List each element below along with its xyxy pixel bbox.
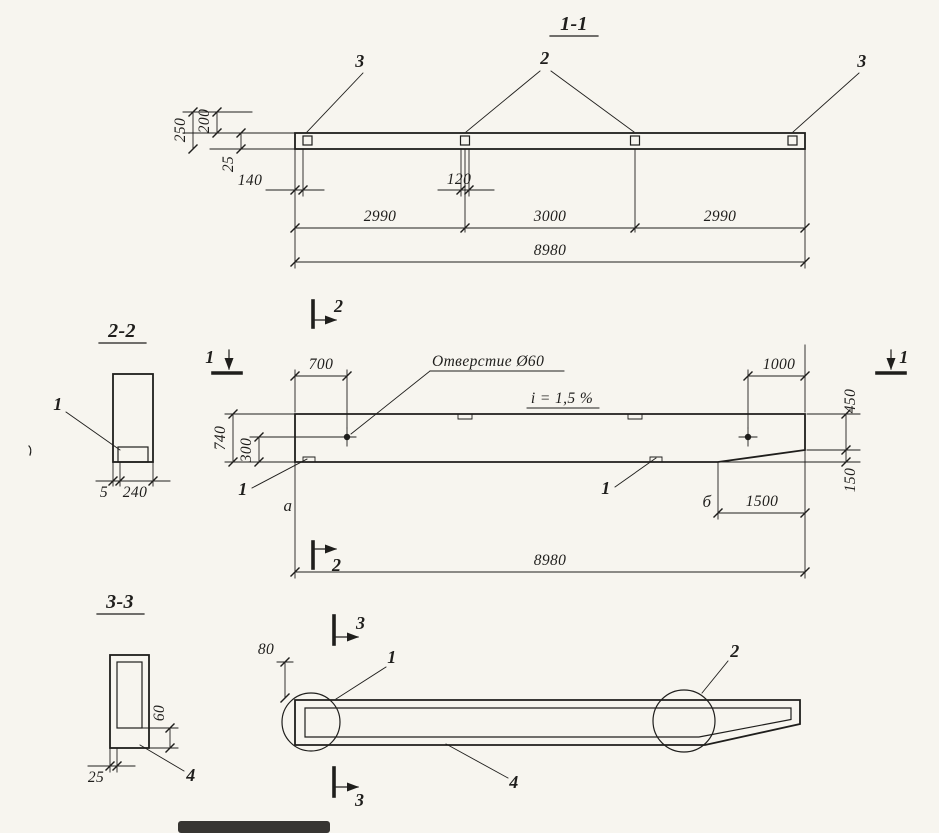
dim-120: 120: [447, 171, 471, 188]
beam-top-chord-outline: [294, 132, 806, 150]
node-label-b: б: [703, 492, 712, 511]
note-hole-leader: [350, 370, 431, 435]
dim-150: 150: [842, 468, 859, 492]
dim-25: 25: [220, 156, 237, 172]
embed-plate-marks: [302, 135, 798, 146]
embed-plate: [459, 135, 471, 146]
section-marker-1-left-label: 1: [205, 347, 214, 367]
section-marker-3-bottom-label: 3: [354, 790, 364, 810]
flange-outer-outline: [294, 699, 801, 746]
section-marker-3-top-label: 3: [355, 613, 365, 633]
section22-shelf-plate: [117, 446, 149, 463]
item1-leader-mid: [614, 457, 657, 488]
item4-leader: [445, 743, 509, 779]
section33-dimensions: [87, 723, 179, 773]
callout-item3-left: 3: [354, 51, 364, 71]
section-marker-1-right: 1: [875, 347, 908, 375]
dim-200: 200: [196, 109, 213, 133]
detail-circle-right: [652, 689, 716, 753]
dim-250: 250: [172, 118, 189, 142]
note-slope: i = 1,5 %: [531, 390, 593, 407]
callout-leader-lines: [306, 70, 860, 133]
flange-inner-outline: [304, 707, 792, 738]
span-dimension-chain: [290, 148, 810, 269]
item1-leader: [335, 666, 387, 700]
mounting-hole-right: [738, 427, 758, 447]
section-marker-2-top: 2: [311, 296, 343, 329]
end-offset-dimensions: [265, 148, 495, 197]
view-title-3-3: 3-3: [105, 591, 134, 613]
left-height-dimensions: [224, 409, 342, 467]
dim-450: 450: [842, 389, 859, 413]
section-marker-1-left: 1: [205, 347, 243, 375]
section33-inner-cavity: [116, 661, 143, 729]
dim-80-lines: [276, 657, 294, 703]
label-item1-left: 1: [238, 479, 247, 499]
dim-span-3000: 3000: [533, 208, 567, 225]
section-marker-2-bottom-label: 2: [331, 555, 341, 575]
item1-leader-left: [251, 458, 308, 489]
dim-240: 240: [123, 484, 147, 501]
view-title-1-1: 1-1: [560, 13, 588, 35]
bottom-dimension-chain: [290, 449, 810, 579]
dim-300: 300: [238, 438, 255, 463]
item2-leader: [701, 660, 729, 694]
callout-item2: 2: [539, 48, 549, 68]
dim-60: 60: [151, 705, 168, 721]
dim-total-8980-top: 8980: [534, 242, 567, 259]
section22-dimensions: [95, 461, 171, 487]
section-marker-2-bottom: 2: [311, 540, 341, 575]
dim-1500: 1500: [746, 493, 779, 510]
dim-25-wall: 25: [88, 769, 104, 786]
beam-side-outline: [294, 413, 806, 463]
embed-plate: [302, 135, 313, 146]
detail-section-3-3: 3-3 4 60 25: [87, 591, 195, 786]
label-item1: 1: [387, 647, 396, 667]
dim-740: 740: [212, 426, 229, 450]
dim-1000: 1000: [763, 356, 796, 373]
label-item4: 4: [185, 765, 195, 785]
scan-speck: [28, 445, 32, 456]
dim-140: 140: [238, 172, 262, 189]
view-elevation-1-1: 1-1 3 2 3 250 200: [172, 13, 866, 269]
node-label-a: а: [284, 496, 293, 515]
section-marker-3-top: 3: [332, 613, 365, 646]
item1-leader: [65, 411, 121, 451]
label-item4: 4: [508, 772, 518, 792]
dim-5: 5: [100, 484, 108, 501]
item4-leader: [139, 744, 185, 772]
callout-item3-right: 3: [856, 51, 866, 71]
right-height-dimensions: [717, 409, 861, 467]
scan-artifact-smudge: [178, 821, 330, 833]
note-hole-diameter: Отверстие Ø60: [432, 353, 544, 370]
dim-total-8980-mid: 8980: [534, 552, 567, 569]
section-marker-3-bottom: 3: [332, 766, 364, 810]
label-item1: 1: [53, 394, 62, 414]
view-title-2-2: 2-2: [107, 320, 136, 342]
section-marker-1-right-label: 1: [899, 347, 908, 367]
detail-section-2-2: 2-2 1 5 240: [53, 320, 171, 501]
embed-plate: [787, 135, 798, 146]
left-height-dimensions: [182, 107, 296, 154]
dim-span-2990-left: 2990: [364, 208, 397, 225]
detail-circle-left: [281, 692, 341, 752]
label-item1-mid: 1: [601, 478, 610, 498]
embedded-part-marks: [302, 413, 663, 463]
dim-80: 80: [258, 641, 274, 658]
embed-plate: [629, 135, 641, 146]
view-plan-bottom: 1 2 4 80 3 3: [258, 613, 801, 810]
section33-outer-outline: [109, 654, 150, 749]
view-side-elevation: Отверстие Ø60 i = 1,5 % 700 1000 450 150: [205, 296, 908, 579]
dim-700: 700: [309, 356, 333, 373]
section-marker-2-top-label: 2: [333, 296, 343, 316]
dim-span-2990-right: 2990: [704, 208, 737, 225]
label-item2: 2: [729, 641, 739, 661]
top-dimensions: [290, 344, 810, 429]
